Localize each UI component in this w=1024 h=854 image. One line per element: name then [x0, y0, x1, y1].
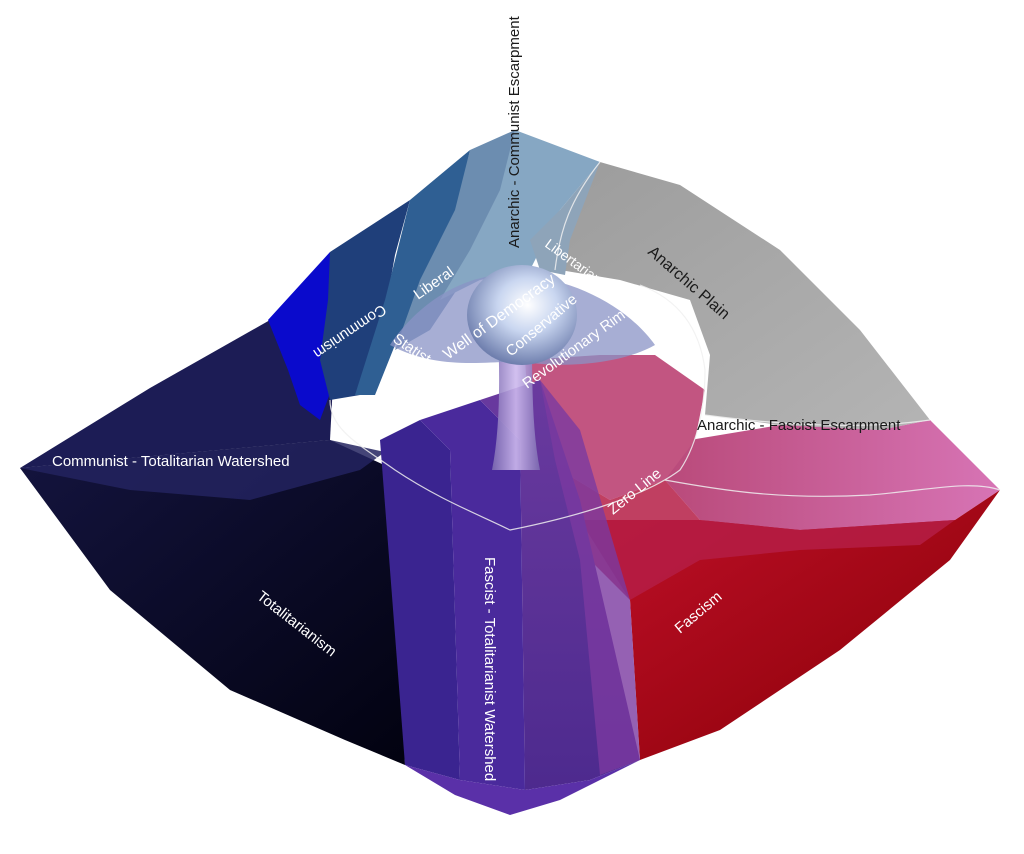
fascist-escarpment-region: [665, 420, 1000, 530]
communist-totalitarian-watershed-label: Communist - Totalitarian Watershed: [52, 453, 290, 470]
anarchic-fascist-escarpment-label: Anarchic - Fascist Escarpment: [697, 417, 901, 434]
fascist-totalitarianist-watershed-label: Fascist - Totalitarianist Watershed: [481, 557, 498, 781]
anarchic-communist-escarpment-label: Anarchic - Communist Escarpment: [506, 15, 523, 248]
